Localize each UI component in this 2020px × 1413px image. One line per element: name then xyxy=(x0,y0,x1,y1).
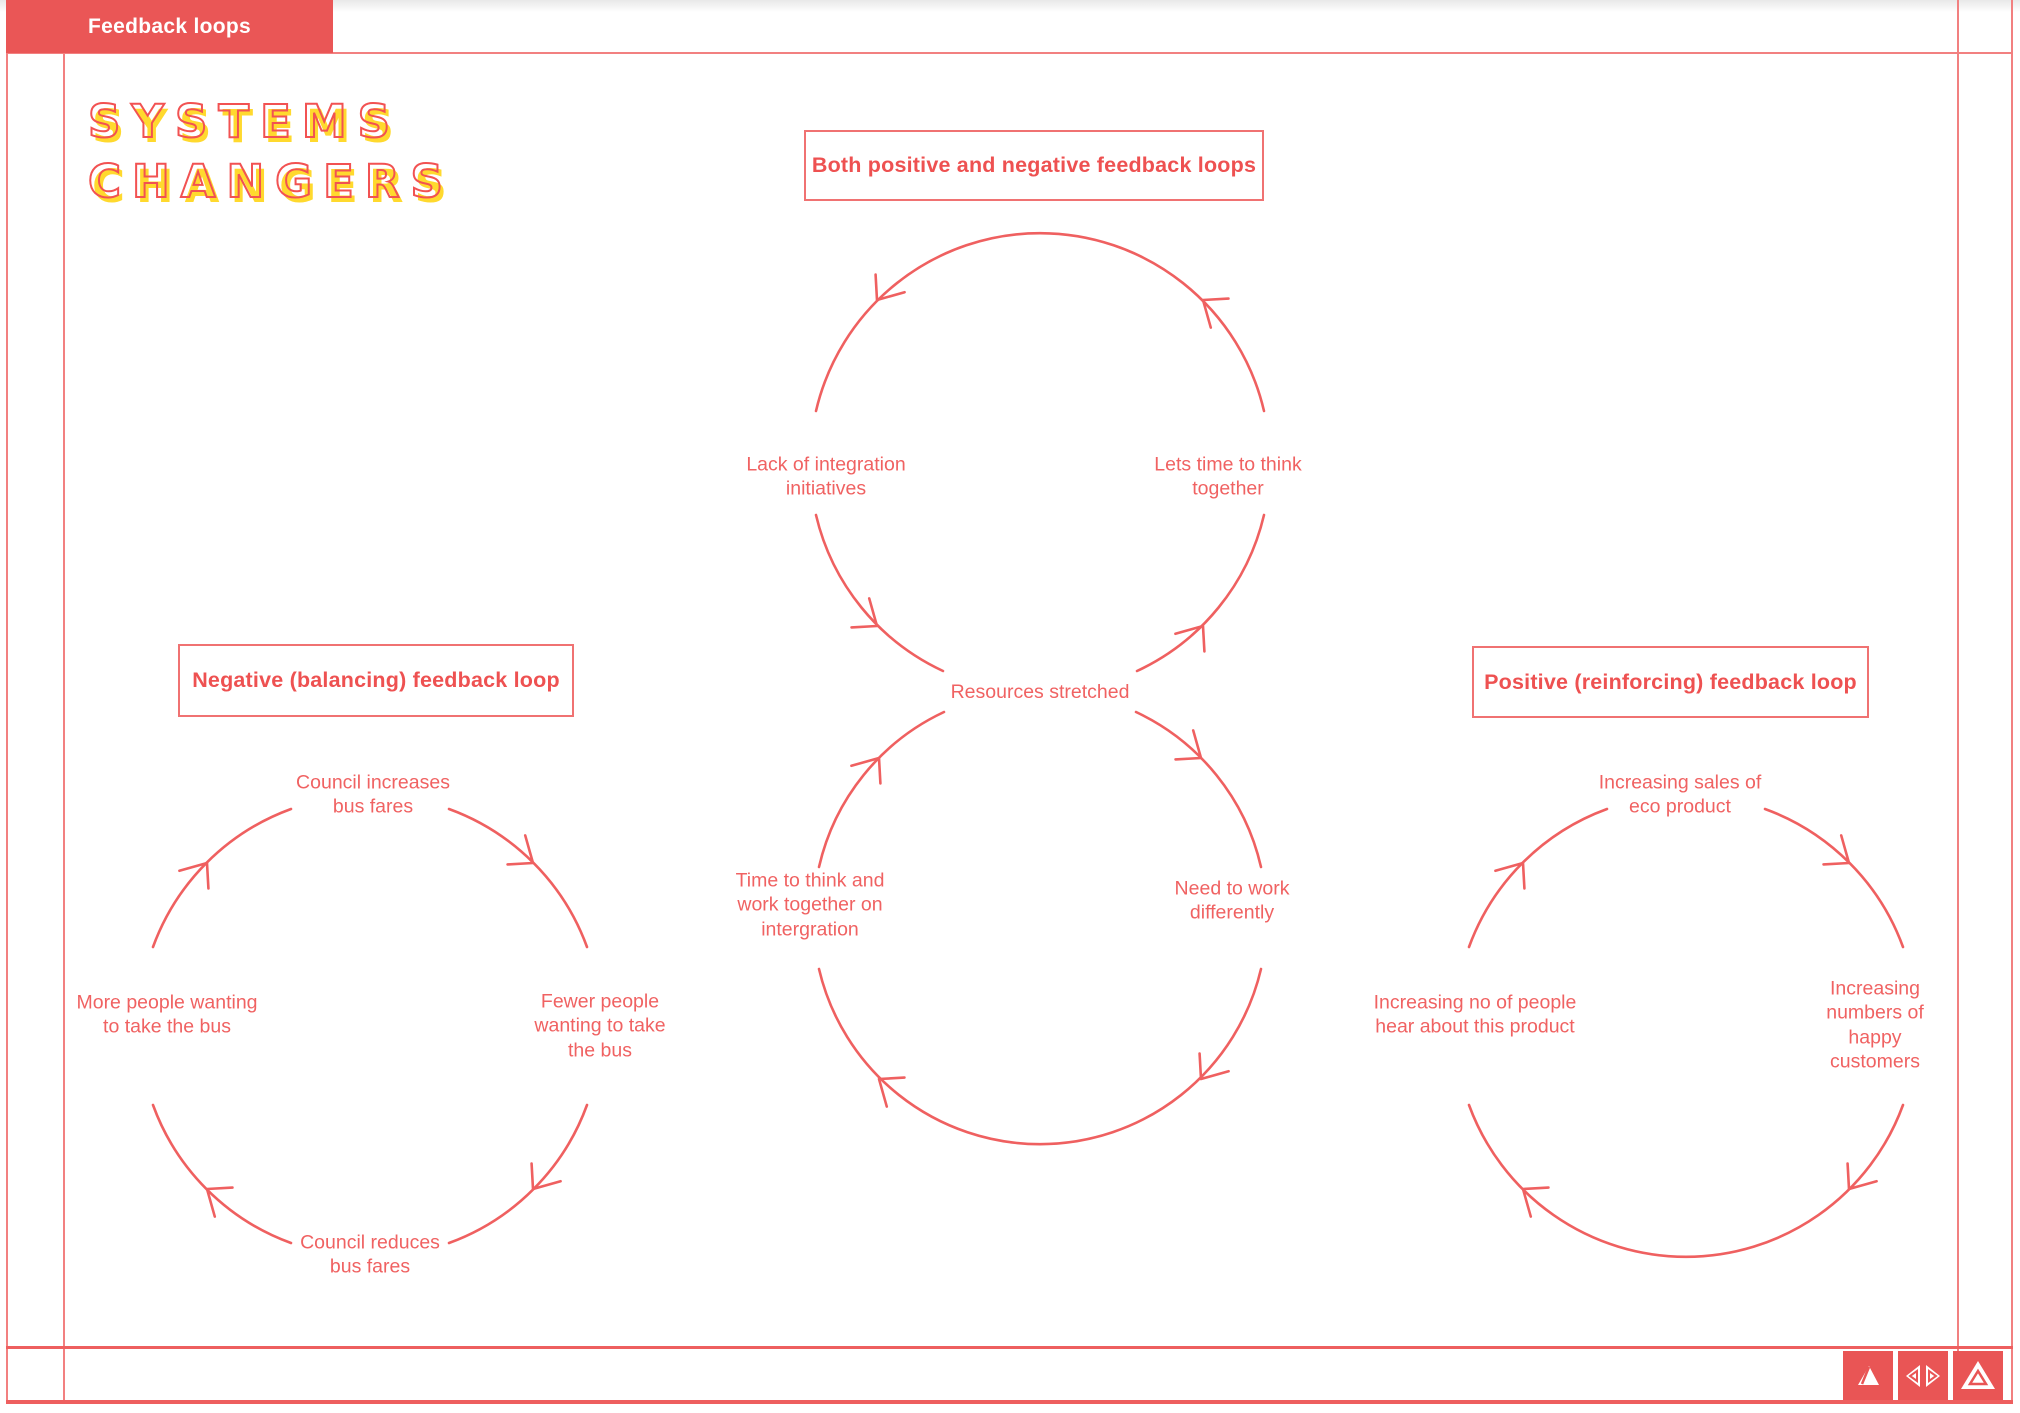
logo-text-yellow: SYSTEMS xyxy=(92,100,406,153)
nested-triangle-icon xyxy=(1961,1360,1995,1389)
combined-loop-top-circle xyxy=(814,231,1266,673)
logo-text-yellow: CHANGERS xyxy=(92,160,458,213)
title-box-combined-loop: Both positive and negative feedback loop… xyxy=(804,130,1264,201)
node-label-council-reduces: Council reduces bus fares xyxy=(300,1231,440,1278)
arrowhead-icon xyxy=(1846,1162,1878,1191)
node-label-need-to-work: Need to work differently xyxy=(1174,877,1290,924)
arrowhead-icon xyxy=(506,834,535,866)
negative-loop-circle xyxy=(151,807,589,1245)
frame-right-inner-line xyxy=(1957,0,1959,1402)
top-fade xyxy=(0,0,2020,12)
arrowhead-icon xyxy=(1822,834,1851,866)
node-label-lack-of-integration: Lack of integration initiatives xyxy=(746,453,906,500)
frame-footer-line xyxy=(6,1346,2013,1349)
arrowhead-icon xyxy=(1521,1186,1550,1218)
arrowhead-icon xyxy=(178,861,210,890)
mirrored-triangles-icon xyxy=(1906,1364,1940,1387)
node-label-council-increases: Council increases bus fares xyxy=(296,771,450,818)
small-triangle-icon xyxy=(1858,1365,1879,1385)
footer-toolbar xyxy=(1843,1351,2003,1400)
combined-loop-bottom-circle xyxy=(817,710,1263,1146)
node-label-fewer-people: Fewer people wanting to take the bus xyxy=(534,990,666,1062)
title-box-positive-loop: Positive (reinforcing) feedback loop xyxy=(1472,646,1869,718)
arrowhead-icon xyxy=(1201,297,1230,329)
logo-text-outline: SYSTEMS xyxy=(87,94,402,149)
arrowhead-icon xyxy=(850,597,879,629)
arrowhead-icon xyxy=(1494,861,1526,890)
node-label-people-hear: Increasing no of people hear about this … xyxy=(1373,991,1577,1038)
tab-feedback-loops[interactable]: Feedback loops xyxy=(6,0,333,53)
frame-right-outer-line xyxy=(2011,0,2013,1402)
title-box-negative-loop: Negative (balancing) feedback loop xyxy=(178,644,574,717)
frame-left-outer-line xyxy=(6,0,8,1404)
title-negative-loop: Negative (balancing) feedback loop xyxy=(192,668,560,692)
node-label-time-to-think: Time to think and work together on inter… xyxy=(735,869,885,941)
frame-bottom-line xyxy=(6,1400,2013,1404)
arrowhead-icon xyxy=(205,1186,234,1218)
title-combined-loop: Both positive and negative feedback loop… xyxy=(811,153,1257,177)
node-label-resources-stretched: Resources stretched xyxy=(950,680,1130,703)
arrowhead-icon xyxy=(1198,1052,1230,1081)
tab-title: Feedback loops xyxy=(88,14,251,38)
nested-triangle-button[interactable] xyxy=(1953,1351,2003,1400)
arrowhead-icon xyxy=(530,1162,562,1191)
frame-left-inner-line xyxy=(63,53,65,1402)
small-triangle-button[interactable] xyxy=(1843,1351,1893,1400)
node-label-increasing-sales: Increasing sales of eco product xyxy=(1598,771,1762,818)
arrowhead-icon xyxy=(877,1076,906,1108)
frame-top-line xyxy=(6,52,2013,54)
mirrored-triangles-button[interactable] xyxy=(1898,1351,1948,1400)
arrowhead-icon xyxy=(1174,624,1206,653)
arrowhead-icon xyxy=(1174,729,1203,761)
logo-text-outline: CHANGERS xyxy=(87,154,454,209)
arrowhead-icon xyxy=(850,756,882,785)
node-label-lets-time-to-think: Lets time to think together xyxy=(1154,453,1302,500)
node-label-happy-customers: Increasing numbers of happy customers xyxy=(1826,977,1924,1073)
node-label-more-people: More people wanting to take the bus xyxy=(76,991,258,1038)
title-positive-loop: Positive (reinforcing) feedback loop xyxy=(1484,669,1857,694)
positive-loop-circle xyxy=(1467,807,1905,1259)
arrowhead-icon xyxy=(874,273,906,302)
